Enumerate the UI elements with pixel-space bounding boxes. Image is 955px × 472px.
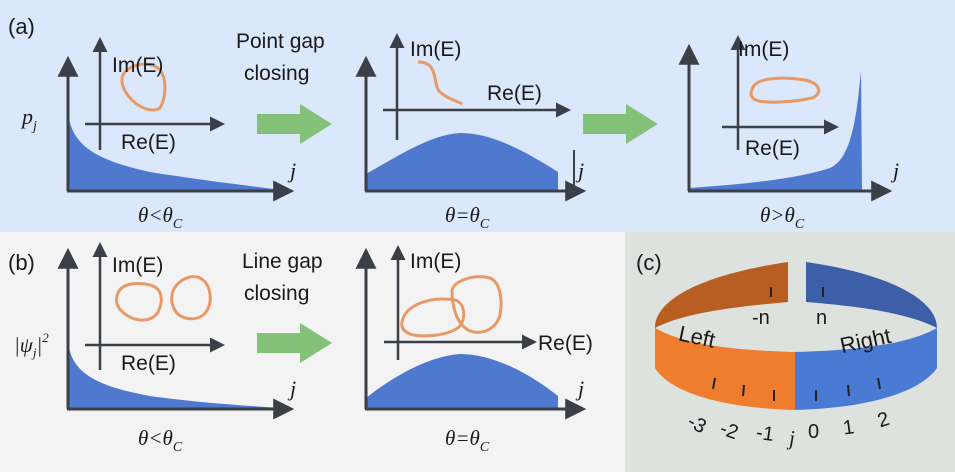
plot-b1-re-label: Re(E) [121,352,176,375]
ring-bottom-right-band [795,328,937,410]
point-gap-label-line2: closing [244,62,309,85]
plot-b2-spectrum-loop-1 [400,297,466,338]
ring-top-right-band [806,262,937,328]
ring-tick-2 [877,377,881,390]
ring-label-0: 0 [808,421,819,443]
plot-a1-re-label: Re(E) [121,131,176,154]
plot-a1-im-label: Im(E) [112,54,163,77]
plot-a2: Im(E) Re(E) j θ=θC [355,33,587,232]
plot-a3-condition: θ>θC [760,203,805,232]
plot-a2-im-label: Im(E) [410,38,461,61]
plot-a2-x-label: j [575,158,584,183]
point-gap-label-line1: Point gap [236,30,325,53]
ring-index-label: j [786,426,795,450]
plot-b1: Im(E) Re(E) j θ<θC [57,242,296,455]
ring-label-minus-n: -n [752,307,770,329]
plot-a3-distribution [689,70,862,190]
ring-tick-minus-3 [712,377,716,390]
plot-b2-spectrum-loop-2 [450,275,503,334]
plot-b1-spectrum-loop-1 [114,282,163,322]
ring-label-n: n [816,307,827,329]
plot-b1-im-label: Im(E) [112,254,163,277]
plot-a3: Im(E) Re(E) j θ>θC [678,35,899,232]
plot-a3-spectrum-loop [749,76,821,104]
plot-b1-x-label: j [287,376,296,401]
line-gap-label-line1: Line gap [242,250,323,273]
plot-a3-x-label: j [890,158,899,183]
panel-c-label: (c) [636,250,662,275]
plot-b1-distribution [68,340,282,408]
ring-label-minus-1: -1 [755,422,776,446]
plot-a1-x-label: j [287,158,296,183]
plot-b2-condition: θ=θC [445,426,490,455]
plot-a3-re-label: Re(E) [745,137,800,160]
plot-b2-x-label: j [575,376,584,401]
ring-diagram: -n n Left Right -3 -2 -1 j 0 1 2 [655,262,937,450]
plot-b2-im-label: Im(E) [410,250,461,273]
plot-a2-distribution [366,133,558,190]
ring-bottom-left-band [655,328,795,410]
panel-a-label: (a) [8,14,35,39]
panel-a-background [0,0,955,232]
ring-top-left-band [655,262,788,328]
plot-a1-distribution [68,110,282,190]
ring-label-1: 1 [842,416,856,439]
ring-tick-1 [847,384,850,397]
plot-a1-condition: θ<θC [138,203,183,232]
panel-b-ylabel: |ψj|2 [14,330,49,360]
ring-tick-minus-2 [742,384,745,397]
point-gap-arrow-2 [583,104,658,144]
point-gap-arrow [257,104,332,144]
plot-a2-condition: θ=θC [445,203,490,232]
plot-b2-distribution [366,354,558,408]
plot-b2-re-label: Re(E) [538,332,593,355]
line-gap-arrow [257,323,332,363]
panel-a-ylabel: pj [20,104,37,134]
plot-b2: Im(E) Re(E) j θ=θC [355,245,593,455]
plot-a2-spectrum-arc [417,60,463,106]
plot-a1: Im(E) Re(E) j θ<θC [57,37,296,232]
plot-b1-condition: θ<θC [138,426,183,455]
plot-a2-re-label: Re(E) [487,82,542,105]
plot-a1-spectrum-loop [120,62,167,112]
plot-b1-spectrum-loop-2 [170,275,212,321]
panel-b-label: (b) [8,250,35,275]
plot-a3-im-label: Im(E) [738,38,789,61]
line-gap-label-line2: closing [244,282,309,305]
